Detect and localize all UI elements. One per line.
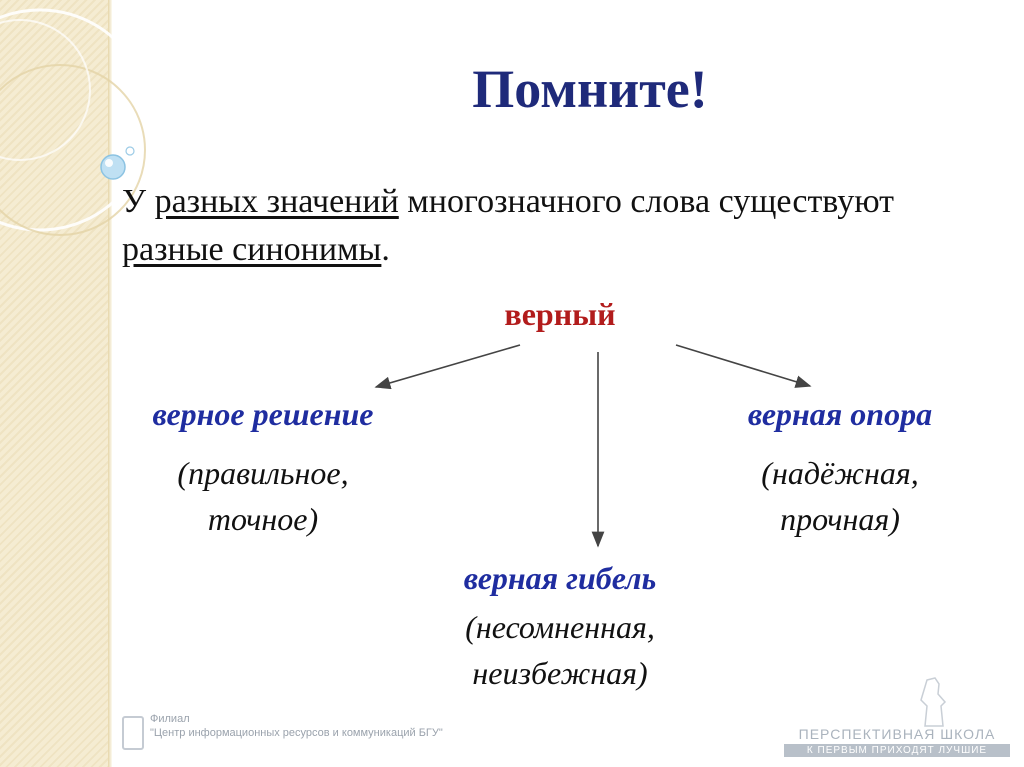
synonyms-center-line1: (несомненная, (465, 609, 655, 645)
synonyms-left-line1: (правильное, (177, 455, 349, 491)
decorative-rings (0, 8, 152, 236)
footer-left: Филиал "Центр информационных ресурсов и … (150, 712, 443, 740)
footer-right: ПЕРСПЕКТИВНАЯ ШКОЛА К ПЕРВЫМ ПРИХОДЯТ ЛУ… (784, 726, 1010, 757)
intro-part1: У (122, 183, 155, 220)
page-title: Помните! (472, 59, 708, 119)
intro-underlined-meanings: разных значений (154, 183, 399, 220)
phrase-right: верная опора (747, 396, 933, 432)
branch-logo-icon (122, 716, 144, 750)
synonyms-left: (правильное, точное) (118, 450, 408, 542)
synonyms-center: (несомненная, неизбежная) (400, 604, 720, 696)
footer-left-line1: Филиал (150, 713, 190, 725)
arrow-left (374, 344, 521, 390)
arrow-right (675, 344, 812, 388)
intro-underlined-synonyms: разные синонимы (122, 231, 382, 268)
footer-right-line2: К ПЕРВЫМ ПРИХОДЯТ ЛУЧШИЕ (784, 744, 1010, 757)
footer-left-line2: "Центр информационных ресурсов и коммуни… (150, 727, 443, 739)
synonyms-right-line2: прочная) (780, 501, 900, 537)
synonyms-left-line2: точное) (207, 501, 319, 537)
phrase-center: верная гибель (463, 560, 657, 596)
synonyms-center-line2: неизбежная) (472, 655, 648, 691)
band-edge (108, 0, 112, 767)
intro-text: У разных значений многозначного слова су… (122, 178, 922, 274)
root-word: верный (504, 296, 616, 332)
left-decorative-band (0, 0, 110, 767)
intro-part3: . (381, 231, 390, 268)
statue-icon (920, 677, 947, 727)
intro-part2: многозначного слова существуют (398, 183, 895, 220)
footer-right-line1: ПЕРСПЕКТИВНАЯ ШКОЛА (798, 726, 996, 742)
synonyms-right: (надёжная, прочная) (700, 450, 980, 542)
phrase-left: верное решение (152, 396, 374, 432)
synonyms-right-line1: (надёжная, (761, 455, 919, 491)
